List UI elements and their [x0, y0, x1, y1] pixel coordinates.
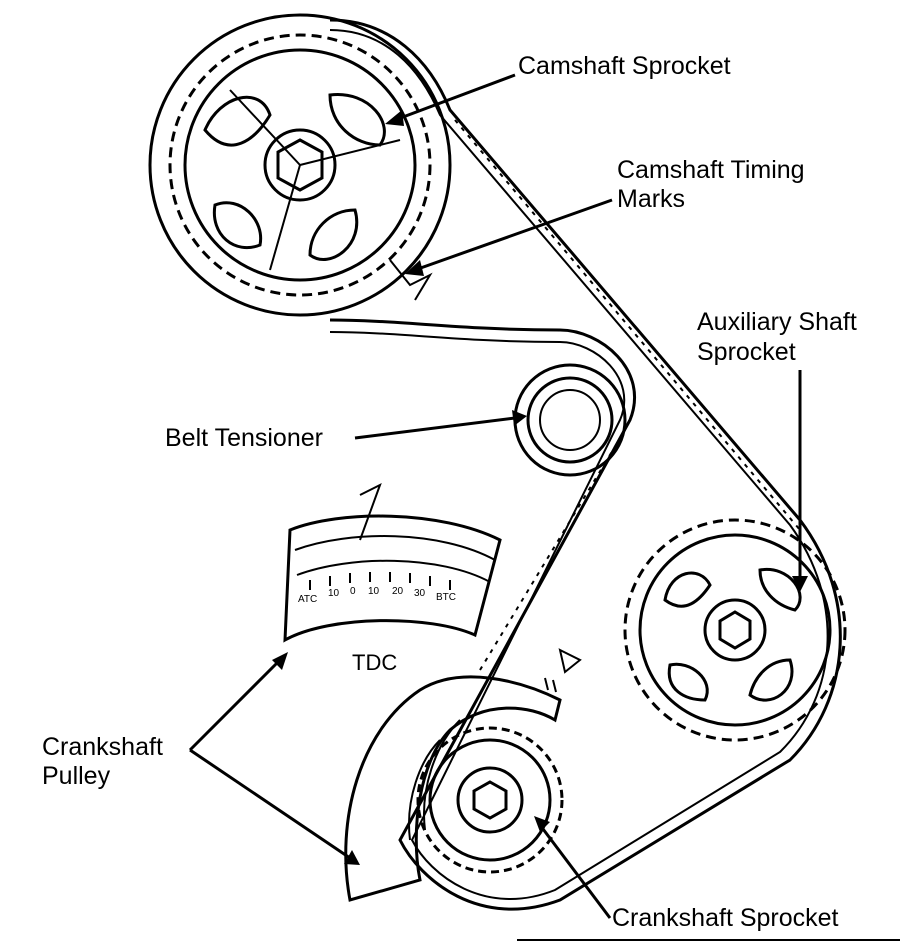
scale-btc: BTC [436, 592, 456, 603]
label-tdc: TDC [352, 650, 397, 675]
camshaft-sprocket [148, 13, 452, 317]
label-camshaft-timing-marks-1: Camshaft Timing [617, 156, 805, 184]
label-belt-tensioner: Belt Tensioner [165, 424, 323, 452]
leader-lines [188, 73, 808, 919]
label-crankshaft-sprocket: Crankshaft Sprocket [612, 904, 839, 932]
scale-10-atc: 10 [328, 588, 340, 599]
scale-10-btc: 10 [368, 586, 380, 597]
label-crankshaft-pulley-1: Crankshaft [42, 733, 163, 761]
scale-20: 20 [392, 586, 404, 597]
label-camshaft-timing-marks-2: Marks [617, 185, 685, 213]
scale-0: 0 [350, 586, 356, 597]
scale-30: 30 [414, 588, 426, 599]
crankshaft-sprocket [416, 726, 564, 874]
label-crankshaft-pulley-2: Pulley [42, 762, 111, 790]
crankshaft-pulley [344, 648, 582, 902]
label-camshaft-sprocket: Camshaft Sprocket [518, 52, 731, 80]
belt-tensioner [513, 363, 627, 477]
scale-atc: ATC [298, 594, 317, 605]
label-auxiliary-shaft-1: Auxiliary Shaft [697, 308, 857, 336]
label-auxiliary-shaft-2: Sprocket [697, 338, 796, 366]
timing-belt [329, 18, 842, 911]
timing-scale: ATC 10 0 10 20 30 BTC [283, 482, 502, 643]
auxiliary-shaft-sprocket [623, 518, 847, 742]
